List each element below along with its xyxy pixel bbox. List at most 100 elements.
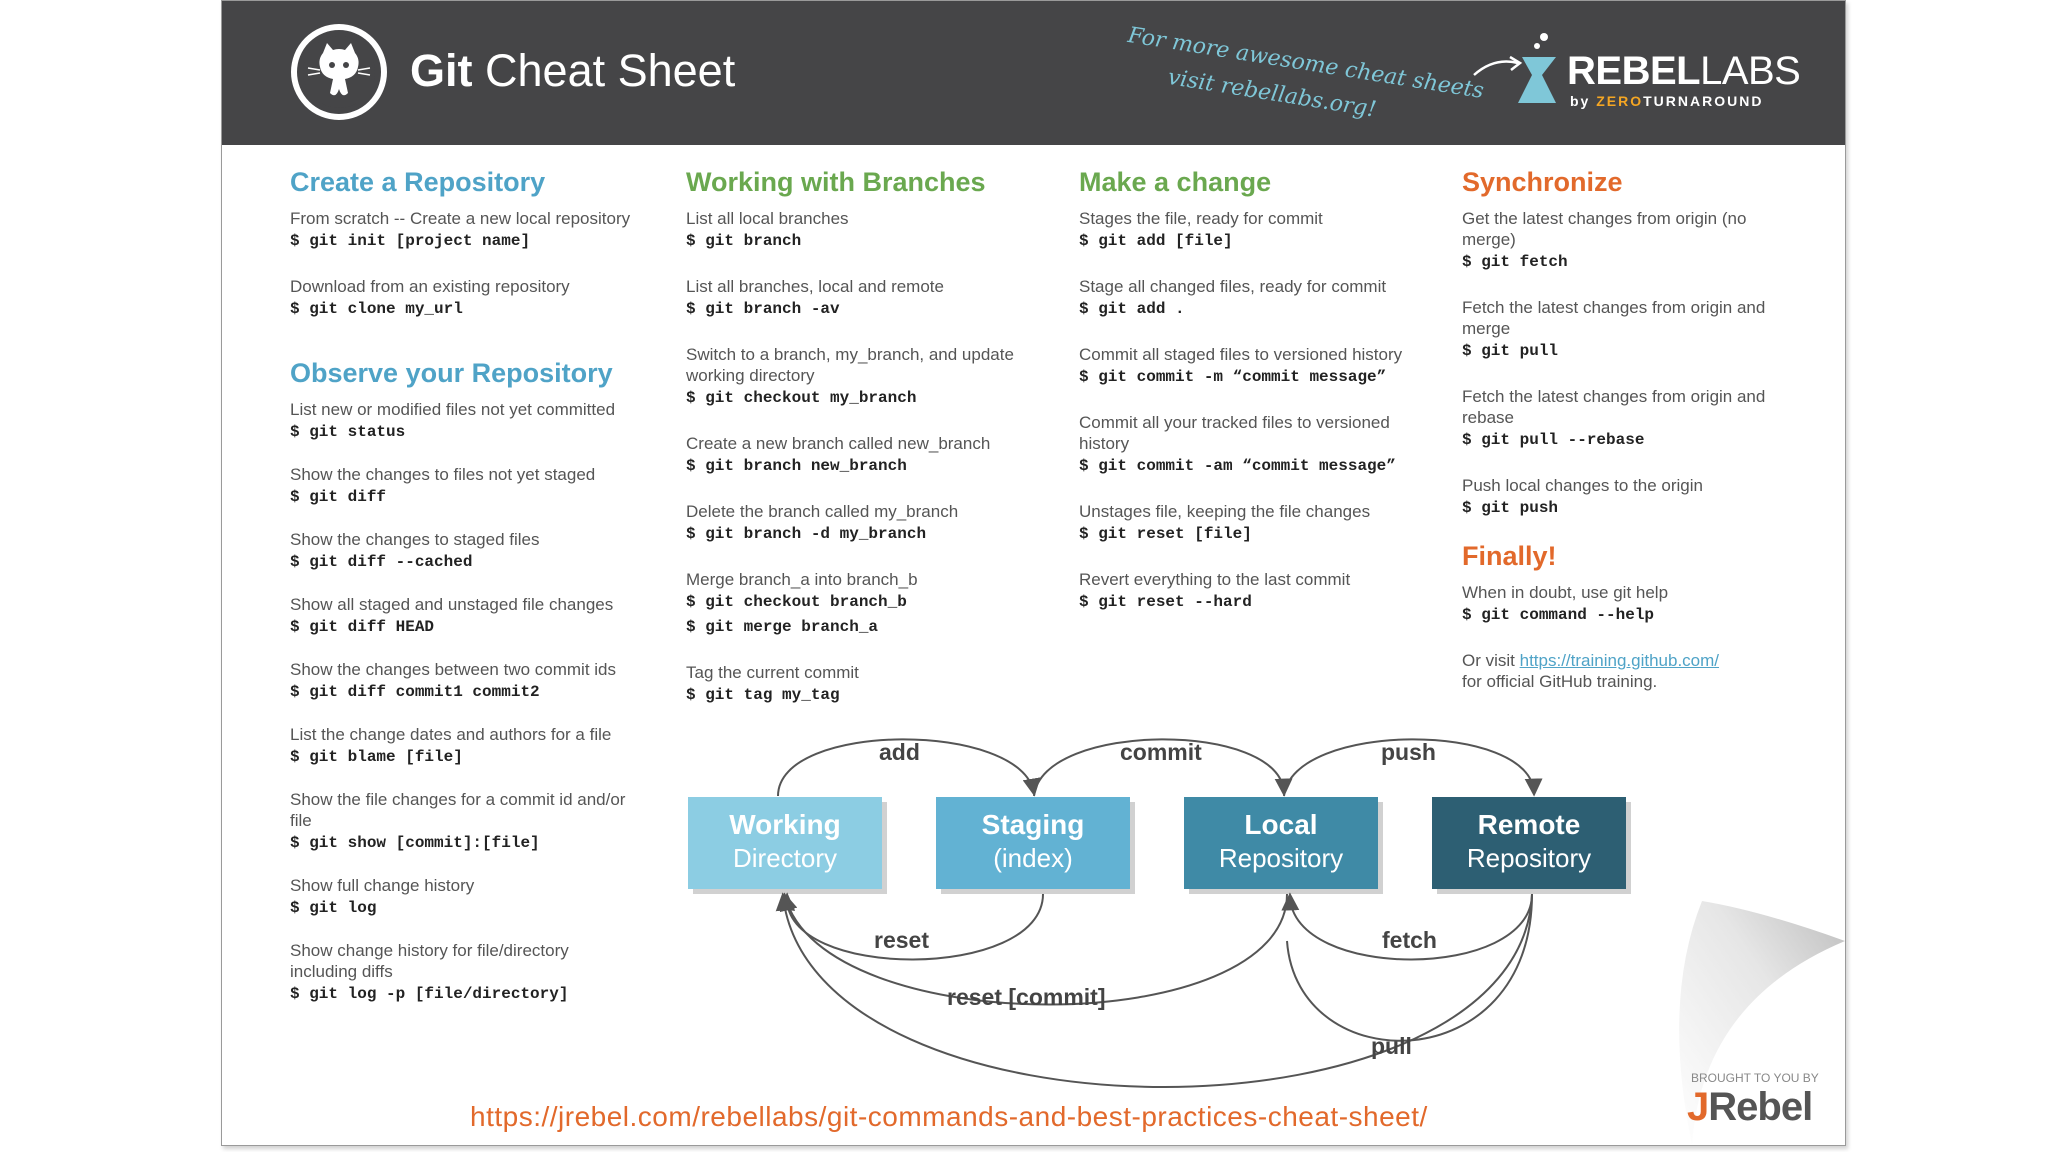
footer-url-link[interactable]: https://jrebel.com/rebellabs/git-command… xyxy=(470,1101,1428,1132)
git-command: $ git branch -d my_branch xyxy=(686,525,927,543)
item-description: Delete the branch called my_branch xyxy=(686,502,959,521)
finally-visit: Or visit https://training.github.com/ fo… xyxy=(1462,650,1792,692)
box-line1: Remote xyxy=(1477,809,1581,840)
item-description: Stage all changed files, ready for commi… xyxy=(1079,277,1387,296)
item-description: Commit all staged files to versioned his… xyxy=(1079,345,1403,364)
cheat-item: Unstages file, keeping the file changes $… xyxy=(1079,501,1419,547)
cheat-item: Show change history for file/directory i… xyxy=(290,940,640,1007)
item-description: Commit all your tracked files to version… xyxy=(1079,413,1390,453)
jrebel-j: J xyxy=(1687,1085,1709,1129)
arrow-icon xyxy=(1473,55,1523,76)
label-reset: reset xyxy=(874,927,929,953)
box-line1: Working xyxy=(729,809,841,840)
cheat-sheet-page: Git Cheat Sheet For more awesome cheat s… xyxy=(221,0,1846,1146)
cheat-item: Download from an existing repository$ gi… xyxy=(290,276,640,322)
git-command: $ git reset --hard xyxy=(1079,593,1252,611)
cheat-item: List the change dates and authors for a … xyxy=(290,724,640,770)
item-description: List all local branches xyxy=(686,209,849,228)
git-command: $ git branch -av xyxy=(686,300,840,318)
section-change: Stages the file, ready for commit$ git a… xyxy=(1079,208,1419,615)
brand-light: LABS xyxy=(1700,49,1801,93)
brand-bold: REBEL xyxy=(1567,49,1701,93)
cheat-item: Show the changes to staged files$ git di… xyxy=(290,529,640,575)
label-push: push xyxy=(1381,739,1436,765)
git-command: $ git show [commit]:[file] xyxy=(290,834,540,852)
git-command: $ git merge branch_a xyxy=(686,618,879,636)
brand-zero: ZERO xyxy=(1596,93,1644,109)
item-description: Create a new branch called new_branch xyxy=(686,434,991,453)
item-description: From scratch -- Create a new local repos… xyxy=(290,209,631,228)
git-command: $ git reset [file] xyxy=(1079,525,1252,543)
cheat-item: List all branches, local and remote $ git… xyxy=(686,276,1026,322)
cheat-item: List new or modified files not yet commi… xyxy=(290,399,640,445)
page-title: Git Cheat Sheet xyxy=(410,45,735,97)
git-command: $ git pull xyxy=(1462,342,1559,360)
cheat-item: Fetch the latest changes from origin and… xyxy=(1462,297,1792,364)
cheat-item: Show the changes between two commit ids $… xyxy=(290,659,640,705)
cheat-item: Commit all your tracked files to version… xyxy=(1079,412,1419,479)
jrebel-logo: JRebel xyxy=(1687,1085,1813,1130)
item-description: Revert everything to the last commit xyxy=(1079,570,1351,589)
jrebel-rest: Rebel xyxy=(1708,1085,1813,1129)
cheat-item: Switch to a branch, my_branch, and updat… xyxy=(686,344,1026,411)
item-description: Show the changes to staged files xyxy=(290,530,540,549)
brand-name: REBELLABS xyxy=(1567,49,1801,94)
item-description: Push local changes to the origin xyxy=(1462,476,1703,495)
label-reset-commit: reset [commit] xyxy=(947,984,1106,1010)
cheat-item: Fetch the latest changes from origin and… xyxy=(1462,386,1792,453)
box-line2: (index) xyxy=(993,843,1073,873)
cheat-item: From scratch -- Create a new local repos… xyxy=(290,208,640,254)
box-line1: Local xyxy=(1244,809,1318,840)
git-command: $ git tag my_tag xyxy=(686,686,840,704)
section-title-create: Create a Repository xyxy=(290,167,546,197)
git-command: $ git status xyxy=(290,423,406,441)
git-command: $ git branch xyxy=(686,232,802,250)
item-description: Unstages file, keeping the file changes xyxy=(1079,502,1371,521)
brand-turnaround: TURNAROUND xyxy=(1643,93,1764,109)
section-title-branches: Working with Branches xyxy=(686,167,986,197)
cheat-item: Show all staged and unstaged file change… xyxy=(290,594,640,640)
title-bold: Git xyxy=(410,45,473,96)
brought-by-label: BROUGHT TO YOU BY xyxy=(1691,1071,1819,1085)
label-commit: commit xyxy=(1120,739,1202,765)
item-description: List new or modified files not yet commi… xyxy=(290,400,616,419)
git-command: $ git diff commit1 commit2 xyxy=(290,683,540,701)
promo-text: For more awesome cheat sheets visit rebe… xyxy=(1126,23,1530,133)
item-description: List the change dates and authors for a … xyxy=(290,725,612,744)
item-description: Fetch the latest changes from origin and… xyxy=(1462,298,1766,338)
git-command: $ git add . xyxy=(1079,300,1185,318)
column-create-observe: Create a Repository From scratch -- Crea… xyxy=(290,167,640,1026)
section-observe: List new or modified files not yet commi… xyxy=(290,399,640,1007)
github-training-link[interactable]: https://training.github.com/ xyxy=(1519,651,1720,670)
column-change: Make a change Stages the file, ready for… xyxy=(1079,167,1419,637)
staging-index-box: Staging (index) xyxy=(936,797,1130,889)
cheat-item: Delete the branch called my_branch $ git … xyxy=(686,501,1026,547)
item-description: Get the latest changes from origin (no m… xyxy=(1462,209,1747,249)
git-command: $ git commit -m “commit message” xyxy=(1079,368,1387,386)
cheat-item: Create a new branch called new_branch $ g… xyxy=(686,433,1026,479)
git-command: $ git fetch xyxy=(1462,253,1568,271)
git-command: $ git init [project name] xyxy=(290,232,531,250)
item-description: Tag the current commit xyxy=(686,663,859,682)
git-command: $ git branch new_branch xyxy=(686,457,907,475)
title-light: Cheat Sheet xyxy=(485,45,736,96)
item-description: Show the changes between two commit ids xyxy=(290,660,617,679)
git-command: $ git pull --rebase xyxy=(1462,431,1645,449)
cheat-item: Tag the current commit $ git tag my_tag xyxy=(686,662,1026,708)
section-title-change: Make a change xyxy=(1079,167,1272,197)
rebellabs-logo: REBELLABS by ZEROTURNAROUND xyxy=(1512,31,1802,115)
cheat-item: Show full change history$ git log xyxy=(290,875,640,921)
section-title-observe: Observe your Repository xyxy=(290,358,613,388)
local-repository-box: Local Repository xyxy=(1184,797,1378,889)
git-command: $ git blame [file] xyxy=(290,748,463,766)
header-bar: Git Cheat Sheet For more awesome cheat s… xyxy=(222,1,1845,145)
git-command: $ git checkout my_branch xyxy=(686,389,917,407)
visit-suffix: for official GitHub training. xyxy=(1462,672,1658,691)
item-description: List all branches, local and remote xyxy=(686,277,944,296)
page-curl xyxy=(1652,901,1845,1145)
box-line2: Repository xyxy=(1466,843,1592,873)
cheat-item: Merge branch_a into branch_b$ git checko… xyxy=(686,569,1026,640)
cheat-item: Stage all changed files, ready for commi… xyxy=(1079,276,1419,322)
cheat-item: Push local changes to the origin$ git pu… xyxy=(1462,475,1792,521)
item-description: Show the changes to files not yet staged xyxy=(290,465,596,484)
